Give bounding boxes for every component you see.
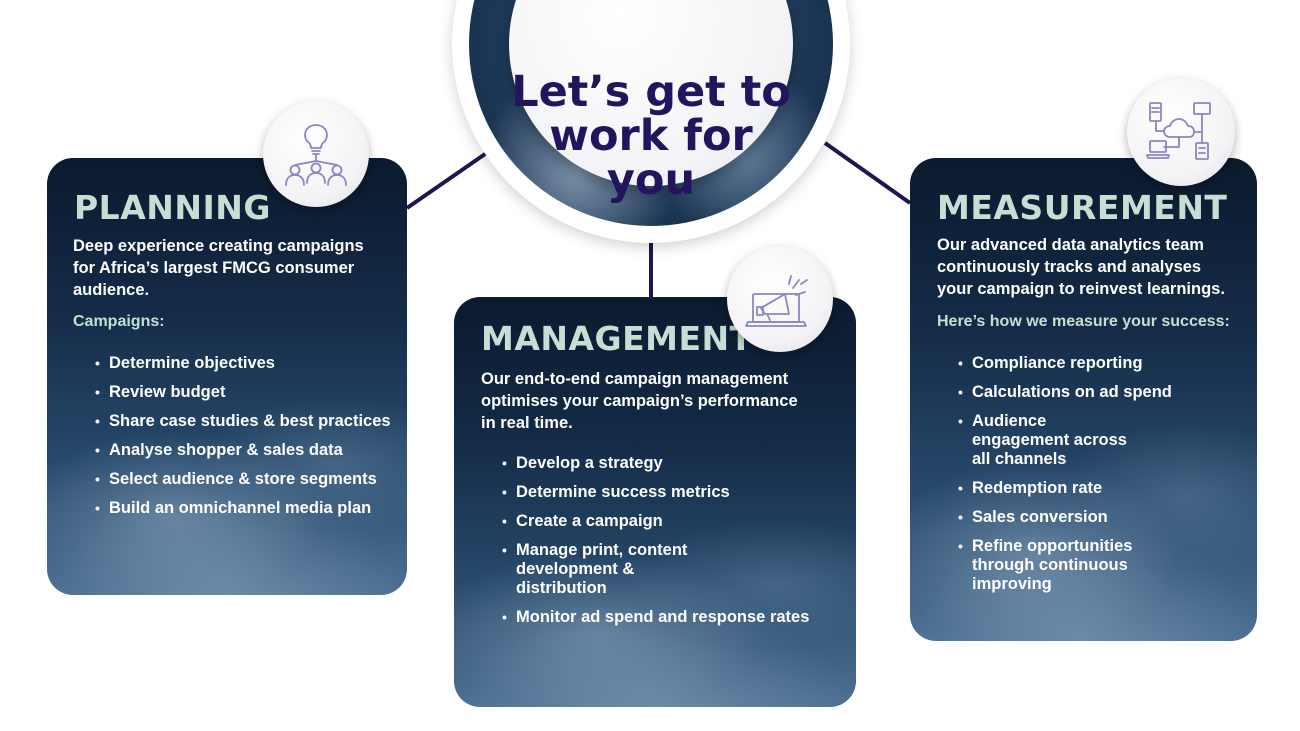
list-item: Review budget (95, 383, 405, 402)
list-item: Determine success metrics (502, 483, 847, 502)
list-item: Refine opportunities through continuous … (958, 537, 1198, 594)
hero-inner-disc: Let’s get to work for you (509, 0, 793, 202)
hero-headline: Let’s get to work for you (511, 67, 791, 205)
list-item: Select audience & store segments (95, 470, 405, 489)
list-item: Compliance reporting (958, 354, 1248, 373)
list-item: Build an omnichannel media plan (95, 499, 405, 518)
management-title: MANAGEMENT (481, 319, 753, 358)
management-description: Our end-to-end campaign management optim… (481, 370, 798, 432)
list-item: Analyse shopper & sales data (95, 441, 405, 460)
list-item: Calculations on ad spend (958, 383, 1248, 402)
list-item: Audience engagement across all channels (958, 412, 1148, 469)
planning-icon-badge (263, 101, 369, 207)
measurement-subheading: Here’s how we measure your success: (937, 313, 1230, 330)
measurement-description: Our advanced data analytics team continu… (937, 236, 1225, 298)
planning-title: PLANNING (74, 188, 271, 227)
planning-subheading: Campaigns: (73, 313, 165, 330)
management-list: Develop a strategy Determine success met… (502, 454, 847, 637)
hero-circle: Let’s get to work for you (452, 0, 850, 243)
planning-card: PLANNING Deep experience creating campai… (47, 158, 407, 595)
measurement-title: MEASUREMENT (937, 188, 1228, 227)
list-item: Manage print, content development & dist… (502, 541, 722, 598)
list-item: Sales conversion (958, 508, 1248, 527)
lightbulb-team-icon (285, 124, 347, 186)
cloud-network-icon (1146, 102, 1211, 160)
planning-description: Deep experience creating campaigns for A… (73, 237, 364, 299)
planning-list: Determine objectives Review budget Share… (95, 354, 405, 528)
measurement-list: Compliance reporting Calculations on ad … (958, 354, 1248, 604)
list-item: Redemption rate (958, 479, 1248, 498)
measurement-card: MEASUREMENT Our advanced data analytics … (910, 158, 1257, 641)
management-card: MANAGEMENT Our end-to-end campaign manag… (454, 297, 856, 707)
megaphone-laptop-icon (745, 275, 808, 327)
connector-planning (405, 150, 490, 210)
measurement-icon-badge (1127, 78, 1235, 186)
list-item: Develop a strategy (502, 454, 847, 473)
list-item: Monitor ad spend and response rates (502, 608, 847, 627)
list-item: Create a campaign (502, 512, 847, 531)
connector-measurement (823, 141, 912, 205)
list-item: Determine objectives (95, 354, 405, 373)
management-icon-badge (727, 246, 833, 352)
list-item: Share case studies & best practices (95, 412, 405, 431)
